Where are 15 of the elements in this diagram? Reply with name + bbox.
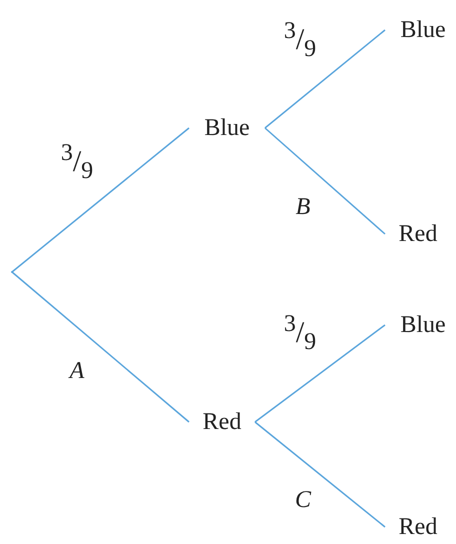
outcome-label: Red	[398, 515, 438, 539]
outcome-label: Red	[398, 222, 438, 246]
outcome-label: Blue	[400, 313, 446, 337]
branch-line	[254, 324, 386, 423]
outcome-label: Red	[202, 410, 242, 434]
edge-label: C	[295, 487, 311, 513]
edge-label: B	[296, 194, 310, 220]
outcome-label: Blue	[204, 116, 250, 140]
edge-label: A	[70, 358, 84, 384]
outcome-label: Blue	[400, 18, 446, 42]
branch-line	[264, 127, 386, 235]
branch-line	[12, 271, 190, 423]
branch-line	[264, 29, 386, 129]
branch-line	[12, 127, 190, 273]
branch-line	[254, 421, 386, 528]
